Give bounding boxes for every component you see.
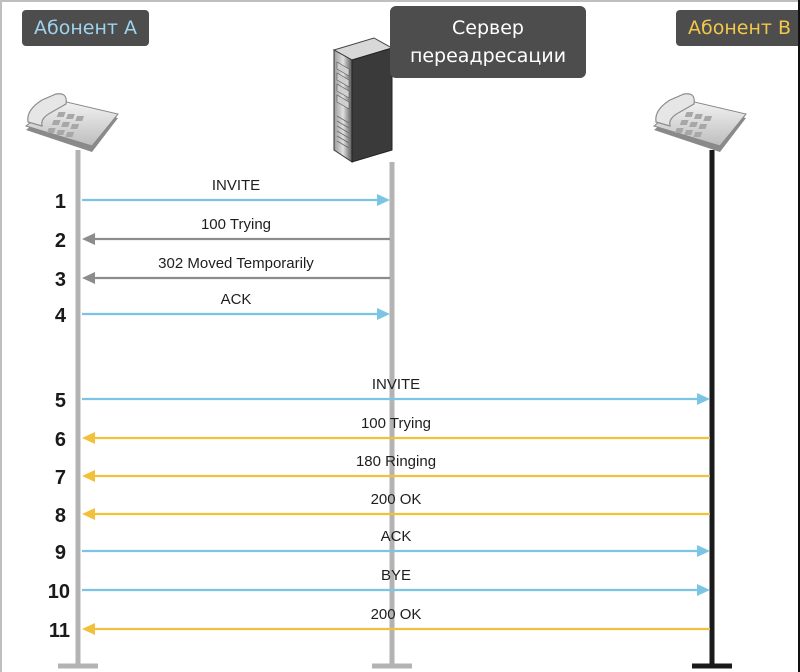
frame-border-top [0, 0, 800, 2]
message-arrowhead [82, 432, 95, 444]
message-label: 180 Ringing [356, 453, 436, 470]
message-label: 200 OK [371, 606, 422, 623]
message-arrowhead [697, 545, 710, 557]
message-arrowhead [82, 233, 95, 245]
message-arrowhead [377, 308, 390, 320]
desk-phone-icon [652, 93, 747, 152]
message-11: 200 OK 11 [49, 606, 710, 642]
message-number: 9 [55, 542, 66, 564]
frame-border-right [798, 0, 800, 672]
server-label-line2: переадресации [409, 45, 567, 67]
subscriber-b-header: Абонент В [676, 10, 800, 46]
message-7: 180 Ringing 7 [55, 453, 710, 489]
lifelines [58, 150, 732, 669]
message-number: 2 [55, 230, 66, 252]
message-label: INVITE [212, 177, 260, 194]
message-number: 4 [55, 305, 67, 327]
message-number: 7 [55, 467, 66, 489]
message-arrowhead [82, 272, 95, 284]
message-8: 200 OK 8 [55, 491, 710, 527]
message-9: ACK 9 [55, 528, 710, 564]
message-2: 100 Trying 2 [55, 216, 390, 252]
frame-border-left [0, 0, 2, 672]
message-label: 200 OK [371, 491, 422, 508]
message-label: ACK [221, 291, 252, 308]
message-number: 5 [55, 390, 66, 412]
subscriber-a-header: Абонент А [22, 10, 149, 46]
message-5: INVITE 5 [55, 376, 710, 412]
message-number: 8 [55, 505, 66, 527]
desk-phone-icon [24, 93, 119, 152]
redirect-server-header: Сервер переадресации [390, 6, 586, 78]
message-4: ACK 4 [55, 291, 390, 327]
message-arrowhead [82, 508, 95, 520]
message-arrowhead [82, 623, 95, 635]
message-number: 3 [55, 269, 66, 291]
message-label: 100 Trying [201, 216, 271, 233]
subscriber-a-label: Абонент А [34, 17, 137, 39]
message-label: INVITE [372, 376, 420, 393]
subscriber-b-label: Абонент В [688, 17, 792, 39]
message-number: 10 [48, 581, 70, 603]
message-number: 1 [55, 191, 66, 213]
message-6: 100 Trying 6 [55, 415, 710, 451]
message-arrowhead [697, 584, 710, 596]
server-label-line1: Сервер [452, 17, 524, 39]
message-label: ACK [381, 528, 412, 545]
message-arrowhead [377, 194, 390, 206]
message-number: 11 [49, 620, 70, 642]
message-1: INVITE 1 [55, 177, 390, 213]
message-10: BYE 10 [48, 567, 710, 603]
message-arrowhead [82, 470, 95, 482]
message-label: 302 Moved Temporarily [158, 255, 314, 272]
message-number: 6 [55, 429, 66, 451]
server-tower-icon [332, 37, 394, 163]
message-label: 100 Trying [361, 415, 431, 432]
message-arrowhead [697, 393, 710, 405]
message-label: BYE [381, 567, 411, 584]
message-3: 302 Moved Temporarily 3 [55, 255, 390, 291]
